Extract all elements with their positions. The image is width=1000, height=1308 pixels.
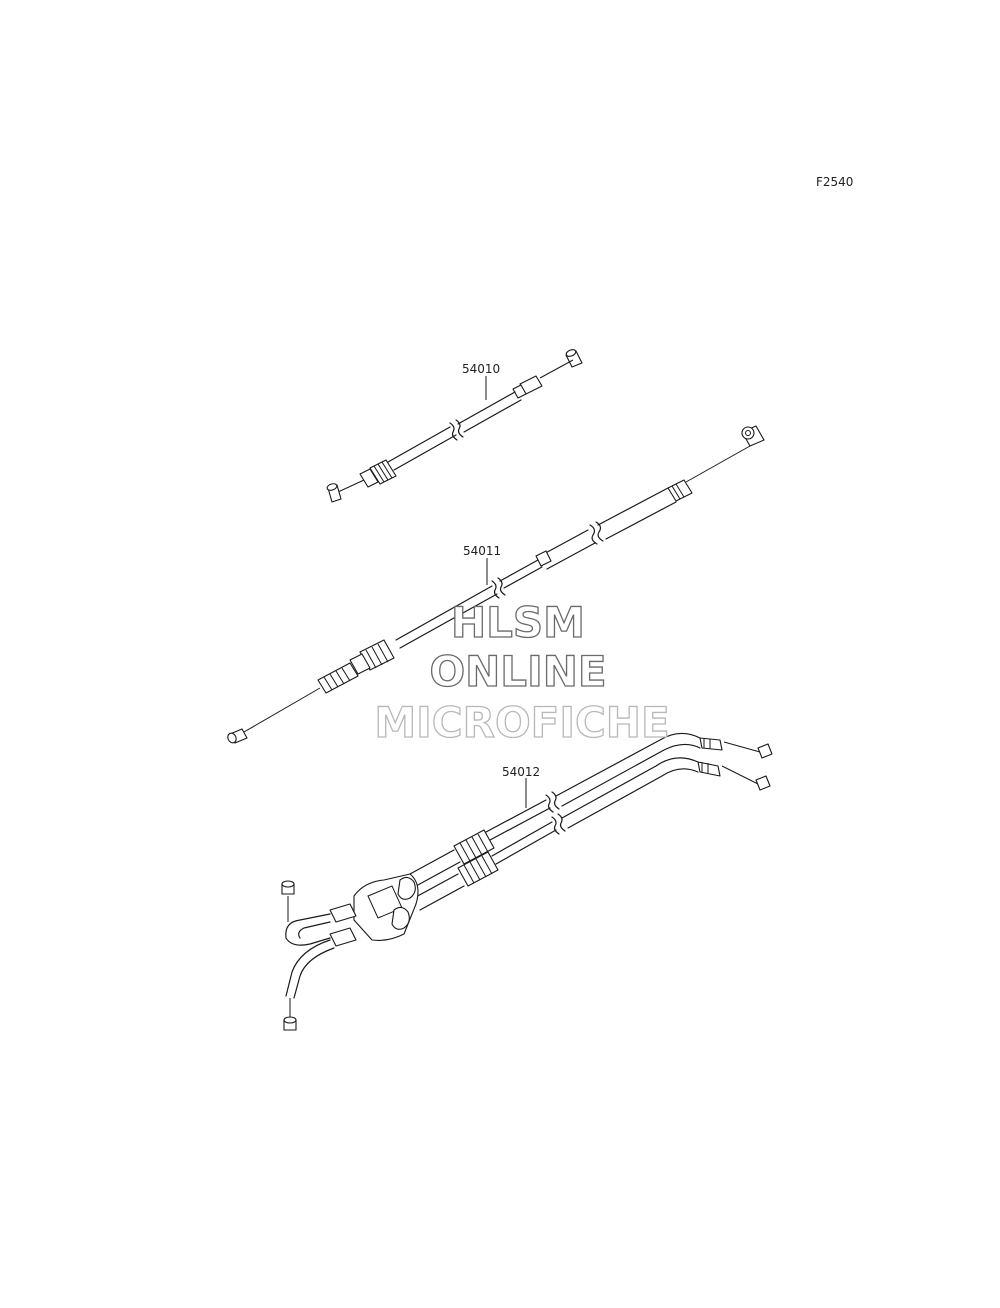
figure-code: F2540 [816, 175, 853, 189]
part-label-54010: 54010 [462, 362, 500, 376]
watermark-line-3: MICROFICHE [374, 698, 669, 747]
part-label-54012: 54012 [502, 765, 540, 779]
watermark: HLSM ONLINE MICROFICHE [374, 597, 671, 747]
cable-54011[interactable]: 54011 [226, 425, 765, 744]
part-label-54011: 54011 [463, 544, 501, 558]
watermark-line-1: HLSM [451, 598, 585, 647]
cable-54012[interactable]: 54012 [281, 732, 773, 1031]
cable-54010[interactable]: 54010 [326, 348, 583, 503]
watermark-line-2: ONLINE [429, 647, 606, 696]
